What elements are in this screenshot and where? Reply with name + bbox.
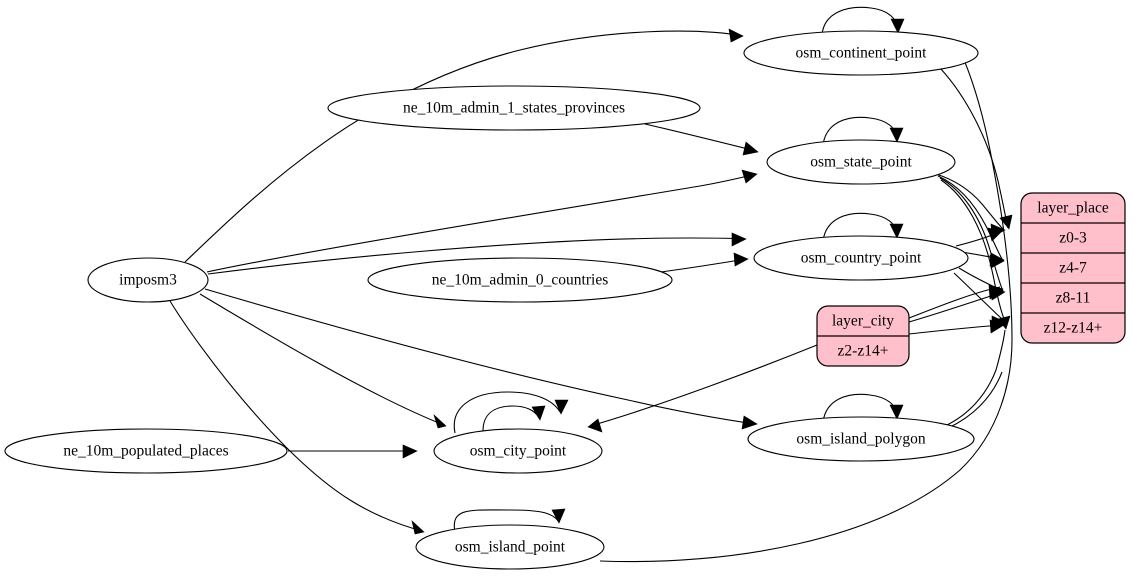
edge-ne_states-to-osm_state_point — [644, 123, 759, 156]
edge-imposm3-to-osm_continent_point — [184, 28, 744, 263]
edge-imposm3-to-osm_country_point — [207, 232, 747, 275]
edge-imposm3-to-osm_island_polygon — [204, 288, 758, 430]
layer_place-row-z0-3[interactable]: z0-3 — [1059, 230, 1087, 247]
edge-layer — [169, 6, 1013, 563]
node-label: osm_city_point — [470, 443, 567, 460]
edge-layer_city-to-layer_place — [908, 284, 1005, 335]
layer_place-row-z4-7[interactable]: z4-7 — [1059, 260, 1087, 277]
node-label: imposm3 — [119, 272, 177, 289]
layer_place-row-z8-11[interactable]: z8-11 — [1056, 290, 1091, 307]
node-label: ne_10m_populated_places — [63, 443, 228, 460]
edge-self-osm_country_point — [822, 212, 904, 242]
edge-self-osm_city_point-outer — [453, 391, 569, 434]
node-osm_island_polygon[interactable]: osm_island_polygon — [747, 416, 975, 462]
node-osm_state_point[interactable]: osm_state_point — [766, 139, 956, 185]
node-ne_10m_admin_1_states_provinces[interactable]: ne_10m_admin_1_states_provinces — [327, 85, 701, 131]
node-osm_continent_point[interactable]: osm_continent_point — [743, 30, 979, 76]
edge-ne_populated-to-osm_city_point — [288, 444, 418, 459]
node-imposm3[interactable]: imposm3 — [87, 257, 209, 303]
edge-self-osm_continent_point — [821, 6, 905, 36]
node-label: osm_island_point — [455, 539, 566, 556]
node-label: ne_10m_admin_1_states_provinces — [403, 100, 625, 117]
layer_place-title: layer_place — [1037, 200, 1109, 217]
edge-imposm3-to-osm_city_point — [199, 293, 447, 429]
edge-osm_continent_point-to-layer_place — [939, 67, 1013, 230]
edge-ne_countries-to-osm_country_point — [660, 252, 749, 273]
node-osm_island_point[interactable]: osm_island_point — [415, 524, 605, 570]
edge-osm_country_point-to-layer_place — [953, 227, 1006, 330]
node-label: ne_10m_admin_0_countries — [432, 272, 609, 289]
layer_city-row-z2-z14plus[interactable]: z2-z14+ — [838, 343, 889, 360]
node-ne_10m_admin_0_countries[interactable]: ne_10m_admin_0_countries — [367, 257, 673, 303]
record-layer: layer_place z0-3 z4-7 z8-11 z12-z14+ lay… — [816, 192, 1126, 367]
node-layer_city[interactable]: layer_city z2-z14+ — [816, 305, 910, 367]
node-label: osm_continent_point — [796, 45, 928, 62]
node-layer_place[interactable]: layer_place z0-3 z4-7 z8-11 z12-z14+ — [1020, 192, 1126, 344]
node-layer: imposm3 ne_10m_admin_1_states_provinces … — [4, 30, 979, 570]
edge-self-osm_island_point — [453, 508, 566, 533]
layer_city-title: layer_city — [832, 313, 894, 330]
edge-layer_city-to-osm_city_point — [587, 344, 818, 433]
edge-self-osm_island_polygon — [822, 393, 904, 423]
node-label: osm_country_point — [801, 250, 922, 267]
node-osm_city_point[interactable]: osm_city_point — [433, 428, 603, 474]
edge-osm_island_polygon-to-layer_place — [944, 315, 1011, 429]
edge-imposm3-to-osm_island_point — [169, 300, 425, 535]
edge-osm_island_point-to-layer_place — [599, 39, 1013, 563]
node-ne_10m_populated_places[interactable]: ne_10m_populated_places — [4, 428, 288, 474]
layer_place-row-z12-z14plus[interactable]: z12-z14+ — [1044, 320, 1103, 337]
node-label: osm_state_point — [810, 154, 912, 171]
edge-self-osm_state_point — [822, 116, 904, 146]
node-label: osm_island_polygon — [796, 431, 925, 448]
edge-imposm3-to-osm_state_point — [206, 169, 758, 273]
edge-self-osm_city_point-inner — [482, 405, 546, 432]
node-osm_country_point[interactable]: osm_country_point — [753, 235, 969, 281]
